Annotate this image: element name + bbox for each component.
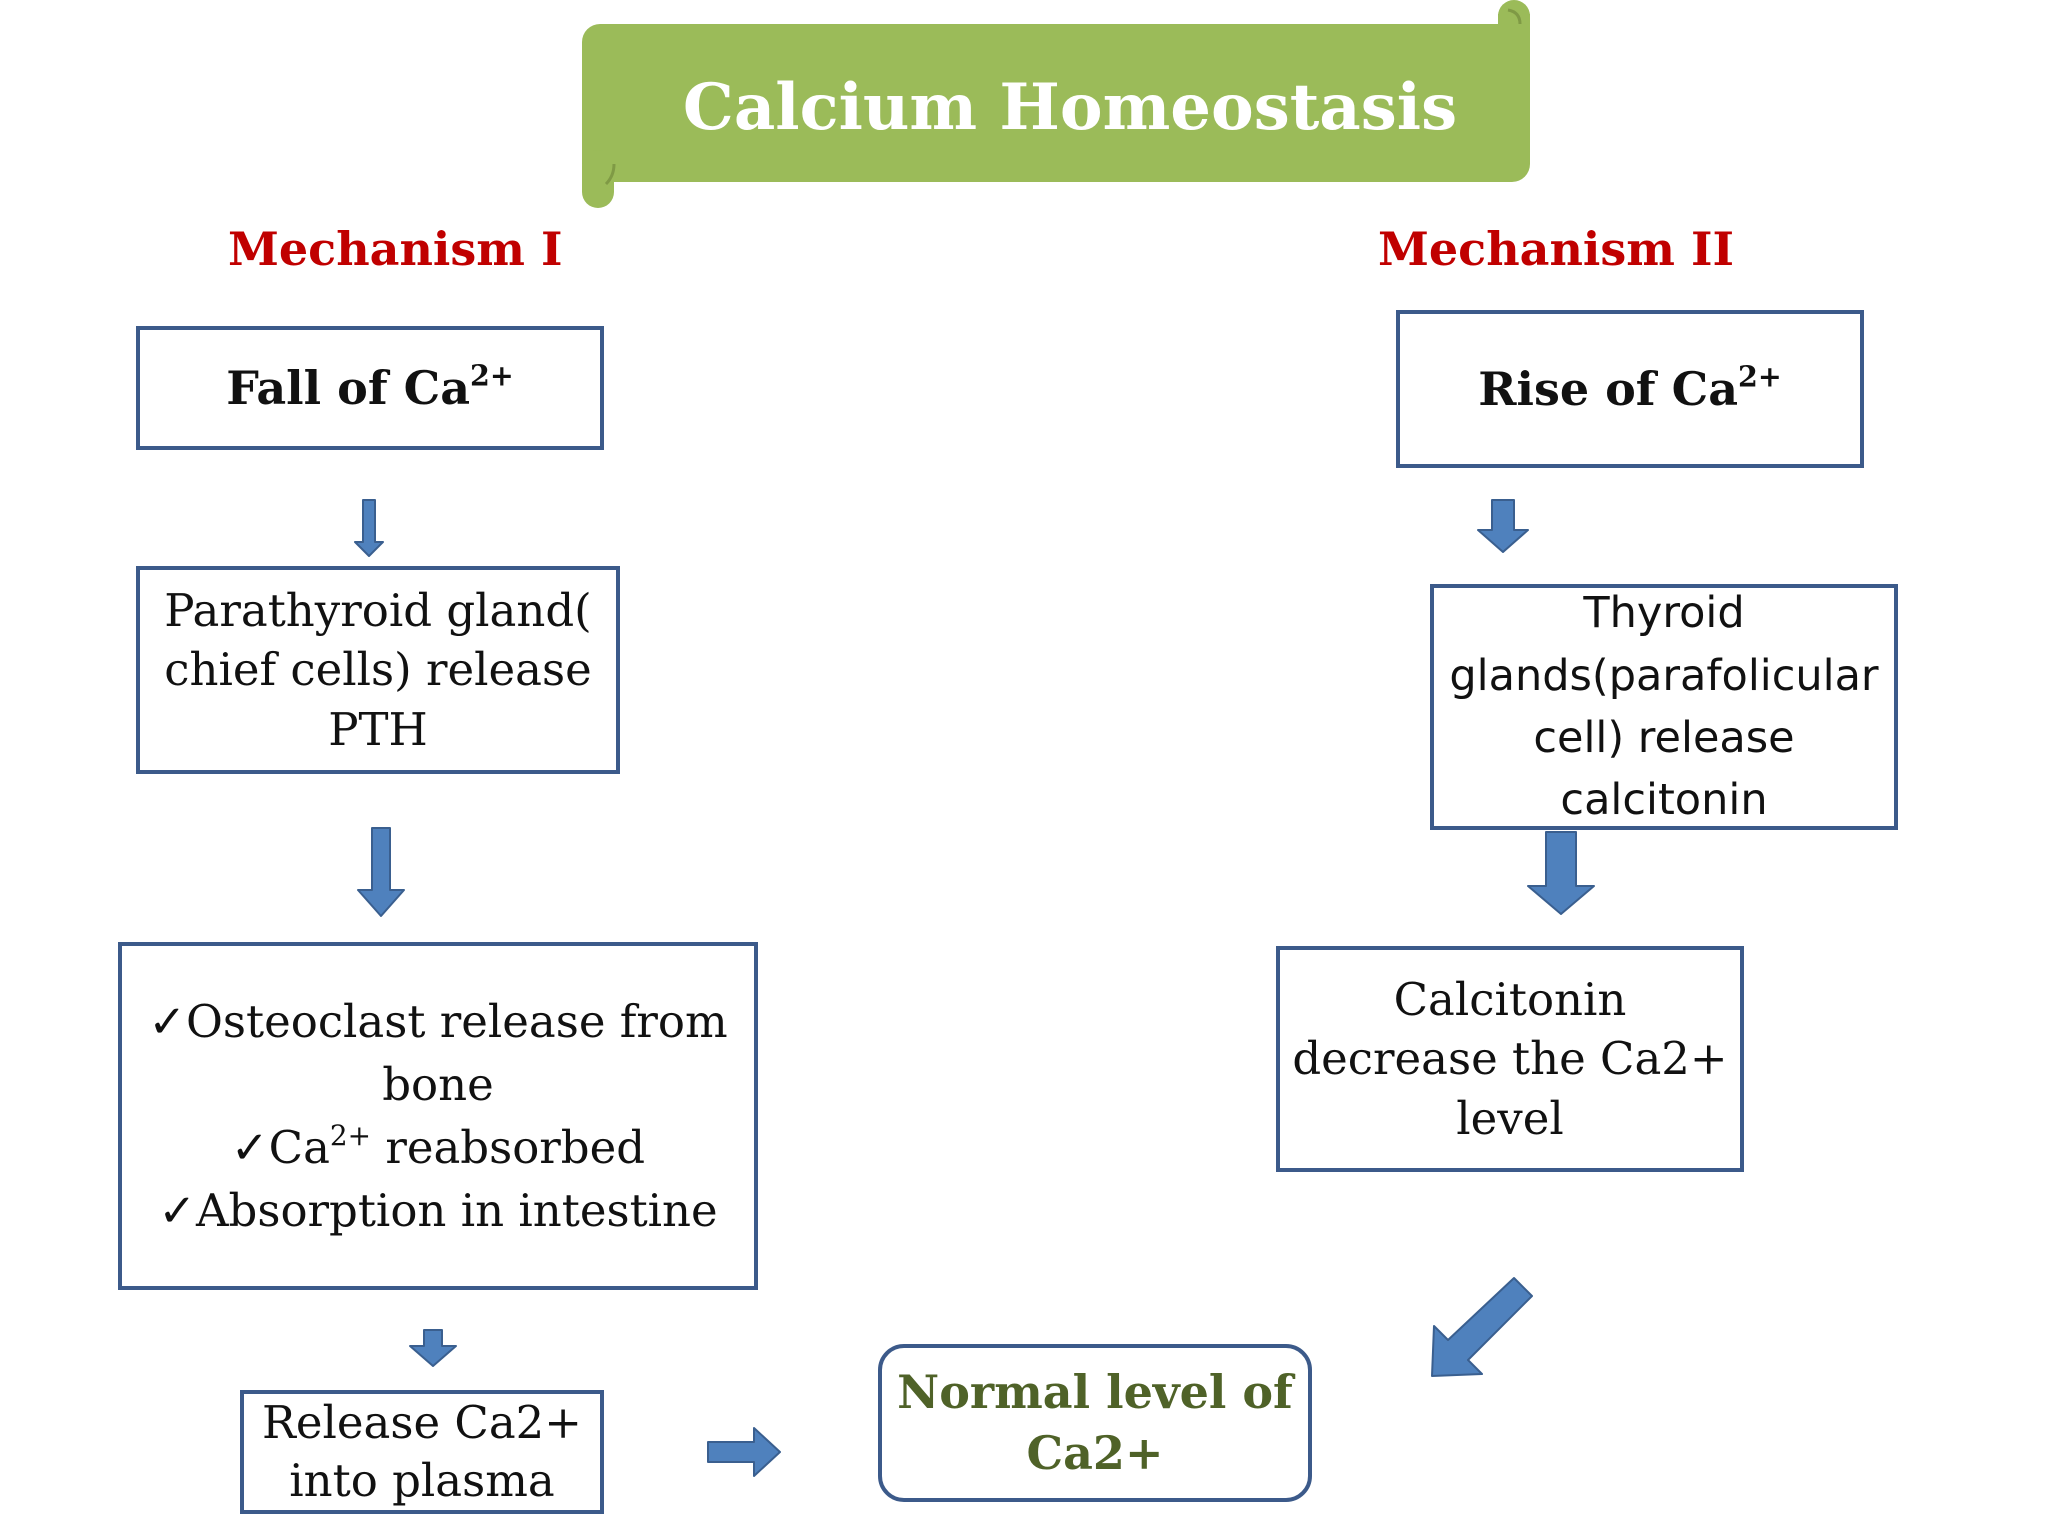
effect-absorption: ✓Absorption in intestine bbox=[158, 1184, 718, 1237]
rise-of-calcium-charge: 2+ bbox=[1738, 359, 1782, 394]
arrow-down-icon bbox=[1477, 499, 1529, 553]
release-line-2: into plasma bbox=[289, 1454, 555, 1507]
parathyroid-line-1: Parathyroid gland( bbox=[164, 583, 592, 637]
thyroid-line-2: glands(parafolicular bbox=[1449, 650, 1879, 701]
calcitonin-effect-box: Calcitonin decrease the Ca2+ level bbox=[1276, 946, 1744, 1172]
effect-reabsorbed: ✓Ca2+ reabsorbed bbox=[230, 1118, 646, 1174]
normal-line-1: Normal level of bbox=[897, 1365, 1293, 1420]
arrow-down-icon bbox=[357, 827, 405, 917]
calcitonin-line-2: decrease the Ca2+ bbox=[1292, 1032, 1728, 1086]
parathyroid-gland-box: Parathyroid gland( chief cells) release … bbox=[136, 566, 620, 774]
thyroid-gland-box: Thyroid glands(parafolicular cell) relea… bbox=[1430, 584, 1898, 830]
check-icon: ✓ bbox=[230, 1121, 269, 1174]
check-icon: ✓ bbox=[158, 1184, 197, 1237]
calcitonin-line-1: Calcitonin bbox=[1393, 972, 1627, 1026]
rise-of-calcium-text: Rise of Ca bbox=[1478, 361, 1739, 416]
parathyroid-line-3: PTH bbox=[328, 702, 428, 756]
fall-of-calcium-box: Fall of Ca2+ bbox=[136, 326, 604, 450]
arrow-down-left-icon bbox=[1431, 1277, 1533, 1377]
arrow-down-icon bbox=[409, 1329, 457, 1367]
fall-of-calcium-charge: 2+ bbox=[470, 358, 514, 393]
mechanism-1-heading: Mechanism I bbox=[228, 222, 563, 276]
thyroid-line-1: Thyroid bbox=[1583, 588, 1745, 639]
thyroid-line-4: calcitonin bbox=[1560, 775, 1768, 826]
fall-of-calcium-text: Fall of Ca bbox=[226, 360, 471, 415]
normal-line-2: Ca2+ bbox=[1026, 1426, 1164, 1480]
effect-osteoclast: ✓Osteoclast release from bbox=[148, 995, 728, 1048]
parathyroid-line-2: chief cells) release bbox=[164, 643, 592, 697]
arrow-down-icon bbox=[1527, 831, 1595, 915]
arrow-down-icon bbox=[354, 499, 384, 557]
release-line-1: Release Ca2+ bbox=[262, 1395, 582, 1449]
effect-osteoclast-cont: bone bbox=[382, 1058, 494, 1111]
thyroid-line-3: cell) release bbox=[1533, 713, 1795, 763]
arrow-right-icon bbox=[707, 1427, 781, 1477]
normal-level-box: Normal level of Ca2+ bbox=[878, 1344, 1312, 1502]
pth-effects-box: ✓Osteoclast release from bone ✓Ca2+ reab… bbox=[118, 942, 758, 1290]
calcitonin-line-3: level bbox=[1456, 1091, 1564, 1145]
rise-of-calcium-box: Rise of Ca2+ bbox=[1396, 310, 1864, 468]
release-plasma-box: Release Ca2+ into plasma bbox=[240, 1390, 604, 1514]
mechanism-2-heading: Mechanism II bbox=[1378, 222, 1734, 276]
check-icon: ✓ bbox=[148, 995, 187, 1048]
page-title: Calcium Homeostasis bbox=[682, 69, 1458, 145]
